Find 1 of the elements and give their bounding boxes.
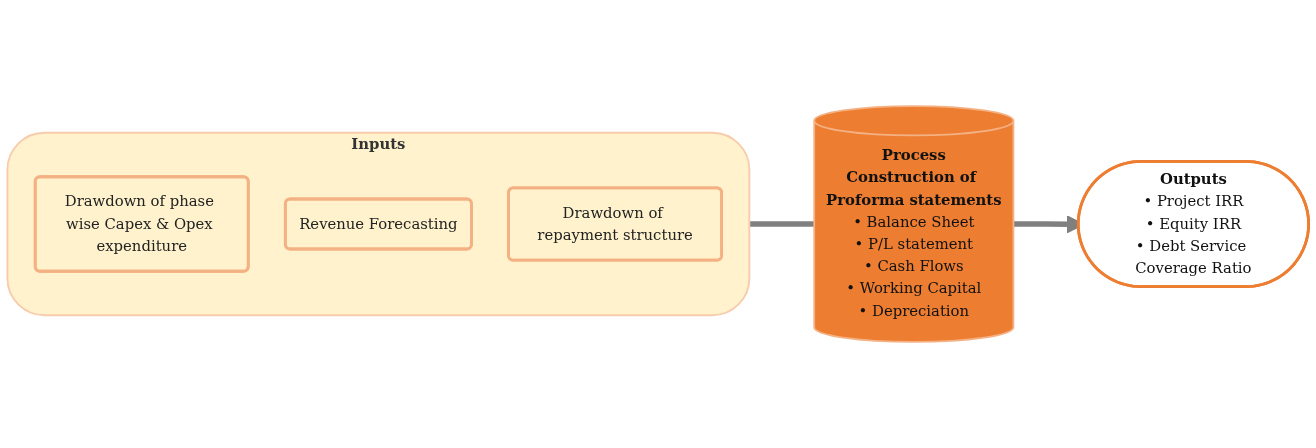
connector [749, 221, 815, 227]
